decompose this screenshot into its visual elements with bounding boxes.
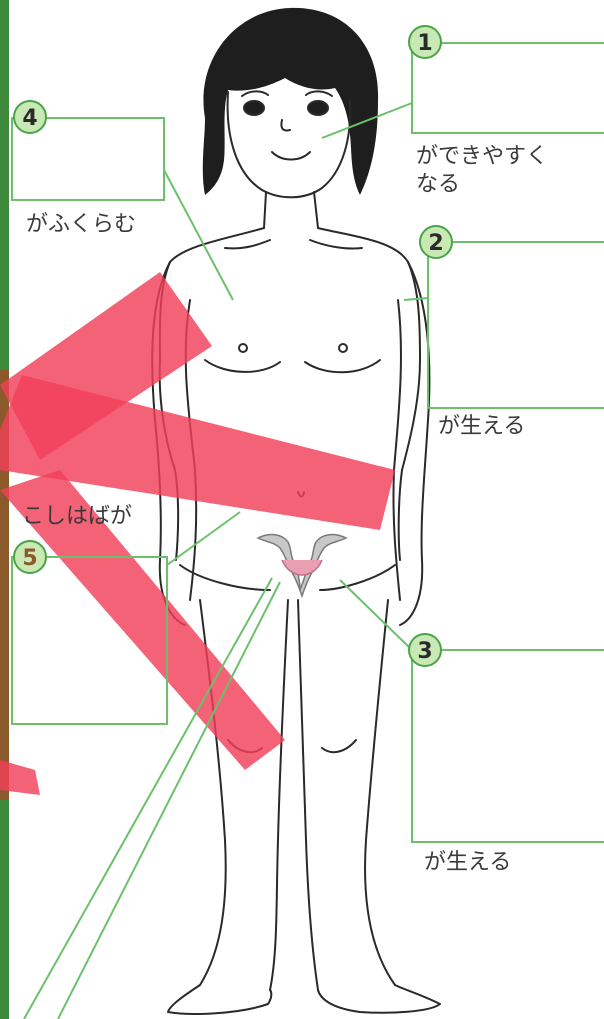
right-leg [298,600,318,990]
chest [205,360,280,372]
marker-2: 2 [420,226,452,258]
mouth [272,152,310,160]
caption-1-line-2: なる [416,172,460,198]
right-foot [318,985,440,1013]
svg-text:2: 2 [428,231,443,256]
box-2-outline [428,242,604,408]
svg-text:5: 5 [22,546,37,571]
caption-3: が生える [424,850,511,876]
right-eye [308,101,328,115]
svg-text:3: 3 [417,639,432,664]
connector-4 [164,170,233,300]
marker-4: 4 [14,101,46,133]
connector-2 [404,298,428,300]
caption-2: が生える [438,414,525,440]
marker-3: 3 [409,634,441,666]
torso-outline [160,228,264,560]
caption-1-line-1: ができやすく [416,144,548,170]
uterus-illustration [258,535,346,596]
right-arm [400,262,429,625]
marker-1: 1 [409,26,441,58]
left-eye [244,101,264,115]
box-3-outline [412,650,604,842]
box-1-outline [412,43,604,133]
svg-text:4: 4 [22,106,37,131]
left-foot [168,985,271,1014]
connector-3 [340,580,412,650]
nose [281,120,290,131]
hair [203,8,378,195]
marker-5: 5 [14,541,46,573]
svg-text:1: 1 [417,31,432,56]
caption-5: こしはばが [22,504,132,530]
caption-4: がふくらむ [26,212,136,238]
red-overlay-mark [0,272,395,795]
